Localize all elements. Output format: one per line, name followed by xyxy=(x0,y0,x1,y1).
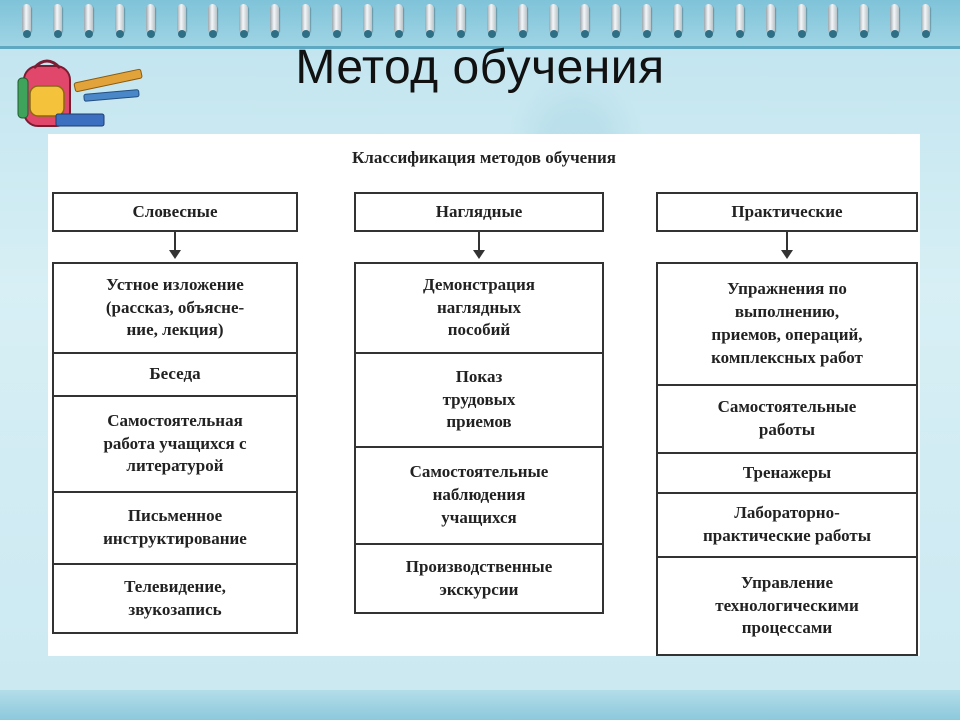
list-item: Упражнения по выполнению, приемов, опера… xyxy=(658,264,916,386)
spiral-ring xyxy=(859,4,868,34)
list-item: Тренажеры xyxy=(658,454,916,494)
spiral-ring xyxy=(766,4,775,34)
spiral-ring xyxy=(828,4,837,34)
column-header-verbal: Словесные xyxy=(52,192,298,232)
spiral-hole xyxy=(860,30,868,38)
diagram-heading: Классификация методов обучения xyxy=(351,148,617,167)
spiral-ring xyxy=(673,4,682,34)
spiral-ring xyxy=(332,4,341,34)
column-list-practical: Упражнения по выполнению, приемов, опера… xyxy=(656,262,918,656)
spiral-hole xyxy=(240,30,248,38)
spiral-hole xyxy=(178,30,186,38)
spiral-ring xyxy=(549,4,558,34)
list-item: Управление технологическими процессами xyxy=(715,572,859,638)
bottom-band xyxy=(0,690,960,720)
spiral-hole xyxy=(271,30,279,38)
spiral-ring xyxy=(580,4,589,34)
arrow-down-icon xyxy=(473,232,485,259)
spiral-hole xyxy=(705,30,713,38)
spiral-ring xyxy=(239,4,248,34)
spiral-ring xyxy=(146,4,155,34)
spiral-ring xyxy=(115,4,124,34)
spiral-ring xyxy=(53,4,62,34)
list-item: Самостоятельные работы xyxy=(658,386,916,454)
spiral-hole xyxy=(364,30,372,38)
spiral-hole xyxy=(550,30,558,38)
spiral-ring xyxy=(425,4,434,34)
list-item: Телевидение, звукозапись xyxy=(124,576,226,619)
spiral-ring xyxy=(487,4,496,34)
list-item: Демонстрация наглядных пособий xyxy=(356,264,602,354)
spiral-ring xyxy=(921,4,930,34)
school-backpack-clipart-icon xyxy=(17,59,143,127)
spiral-hole xyxy=(798,30,806,38)
spiral-hole xyxy=(23,30,31,38)
list-item: Показ трудовых приемов xyxy=(356,354,602,448)
list-item: Самостоятельные наблюдения учащихся xyxy=(356,448,602,545)
spiral-hole xyxy=(519,30,527,38)
list-item: Беседа xyxy=(54,354,296,397)
spiral-hole xyxy=(488,30,496,38)
spiral-hole xyxy=(891,30,899,38)
spiral-ring xyxy=(177,4,186,34)
spiral-ring xyxy=(611,4,620,34)
spiral-ring xyxy=(704,4,713,34)
spiral-ring xyxy=(363,4,372,34)
spiral-hole xyxy=(612,30,620,38)
spiral-hole xyxy=(674,30,682,38)
spiral-hole xyxy=(736,30,744,38)
spiral-ring xyxy=(518,4,527,34)
arrow-down-icon xyxy=(169,232,181,259)
spiral-hole xyxy=(333,30,341,38)
spiral-hole xyxy=(457,30,465,38)
list-item: Лабораторно- практические работы xyxy=(658,494,916,558)
column-header-visual: Наглядные xyxy=(354,192,604,232)
list-item: Самостоятельная работа учащихся с литера… xyxy=(54,397,296,493)
arrow-down-icon xyxy=(781,232,793,259)
spiral-ring xyxy=(642,4,651,34)
spiral-hole xyxy=(54,30,62,38)
column-list-visual: Демонстрация наглядных пособий Показ тру… xyxy=(354,262,604,614)
spiral-hole xyxy=(85,30,93,38)
spiral-hole xyxy=(643,30,651,38)
spiral-hole xyxy=(581,30,589,38)
spiral-hole xyxy=(922,30,930,38)
spiral-ring xyxy=(84,4,93,34)
spiral-ring xyxy=(301,4,310,34)
spiral-hole xyxy=(209,30,217,38)
list-item: Производственные экскурсии xyxy=(405,556,553,599)
list-item: Устное изложение (рассказ, объясне- ние,… xyxy=(54,264,296,354)
spiral-ring xyxy=(394,4,403,34)
spiral-ring xyxy=(208,4,217,34)
spiral-hole xyxy=(147,30,155,38)
classification-diagram: Классификация методов обучения Словесные… xyxy=(48,134,920,656)
spiral-binding-icon xyxy=(0,0,960,49)
spiral-ring xyxy=(797,4,806,34)
slide-title: Метод обучения xyxy=(295,41,665,94)
spiral-ring xyxy=(22,4,31,34)
column-list-verbal: Устное изложение (рассказ, объясне- ние,… xyxy=(52,262,298,634)
spiral-ring xyxy=(735,4,744,34)
spiral-ring xyxy=(270,4,279,34)
spiral-hole xyxy=(829,30,837,38)
spiral-ring xyxy=(456,4,465,34)
spiral-hole xyxy=(395,30,403,38)
column-header-practical: Практические xyxy=(656,192,918,232)
spiral-hole xyxy=(767,30,775,38)
spiral-hole xyxy=(116,30,124,38)
spiral-hole xyxy=(426,30,434,38)
spiral-ring xyxy=(890,4,899,34)
spiral-hole xyxy=(302,30,310,38)
list-item: Письменное инструктирование xyxy=(54,493,296,565)
